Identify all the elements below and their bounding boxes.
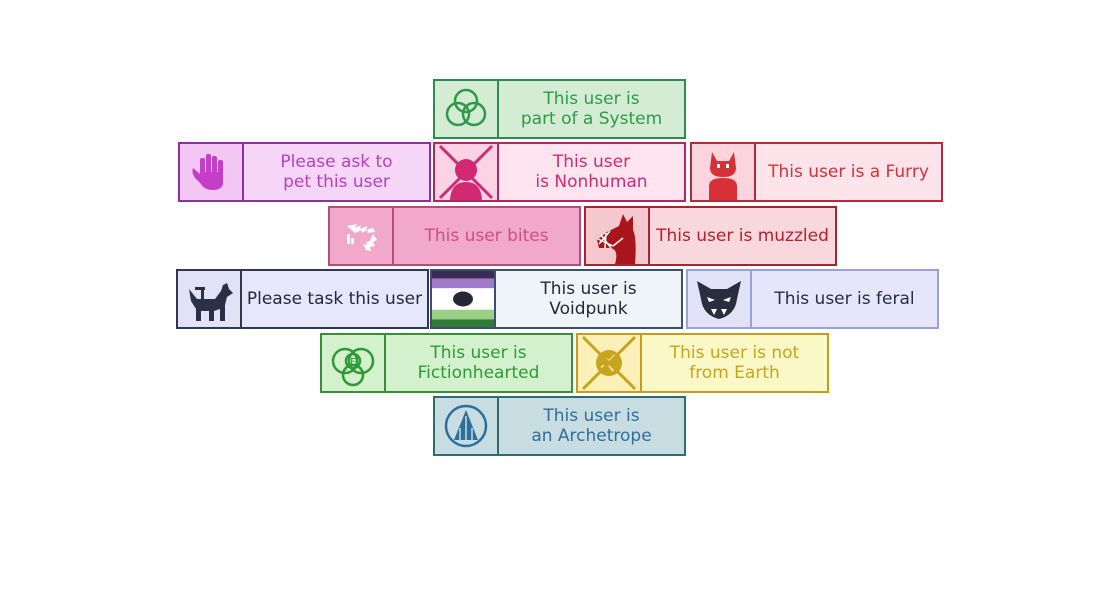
userbox-label: Please ask to pet this user xyxy=(280,152,393,192)
userbox-archetrope: This user is an Archetrope xyxy=(433,396,686,456)
userbox-system: This user is part of a System xyxy=(433,79,686,139)
triple-circle-icon xyxy=(435,81,499,137)
userbox-label: This user bites xyxy=(424,226,549,246)
service-dog-icon xyxy=(178,271,242,327)
fiction-symbol-icon: F xyxy=(322,335,386,391)
userbox-task: Please task this user xyxy=(176,269,429,329)
userbox-earth: This user is not from Earth xyxy=(576,333,829,393)
archetrope-symbol-icon xyxy=(435,398,499,454)
userbox-label: This user is feral xyxy=(774,289,915,309)
voidpunk-flag-icon xyxy=(432,271,496,327)
userbox-muzzled: This user is muzzled xyxy=(584,206,837,266)
userbox-nonhuman: This user is Nonhuman xyxy=(433,142,686,202)
userbox-pet: Please ask to pet this user xyxy=(178,142,431,202)
svg-text:F: F xyxy=(350,357,356,368)
crossed-earth-icon xyxy=(578,335,642,391)
feral-cat-icon xyxy=(688,271,752,327)
raised-hand-icon xyxy=(180,144,244,200)
muzzled-animal-icon xyxy=(586,208,650,264)
userbox-label: This user is a Furry xyxy=(768,162,929,182)
userbox-label: This user is Nonhuman xyxy=(535,152,648,192)
furry-head-icon xyxy=(692,144,756,200)
userbox-label: This user is part of a System xyxy=(520,89,663,129)
userbox-label: This user is an Archetrope xyxy=(531,406,652,446)
userbox-label: This user is Voidpunk xyxy=(540,279,637,319)
userbox-feral: This user is feral xyxy=(686,269,939,329)
userbox-label: This user is not from Earth xyxy=(669,343,800,383)
userbox-label: This user is muzzled xyxy=(656,226,829,246)
userbox-voidpunk: This user is Voidpunk xyxy=(430,269,683,329)
bite-marks-icon xyxy=(330,208,394,264)
userbox-bites: This user bites xyxy=(328,206,581,266)
userbox-label: This user is Fictionhearted xyxy=(417,343,540,383)
userbox-furry: This user is a Furry xyxy=(690,142,943,202)
crossed-person-icon xyxy=(435,144,499,200)
userbox-label: Please task this user xyxy=(246,289,423,309)
userbox-fictionhearted: F This user is Fictionhearted xyxy=(320,333,573,393)
